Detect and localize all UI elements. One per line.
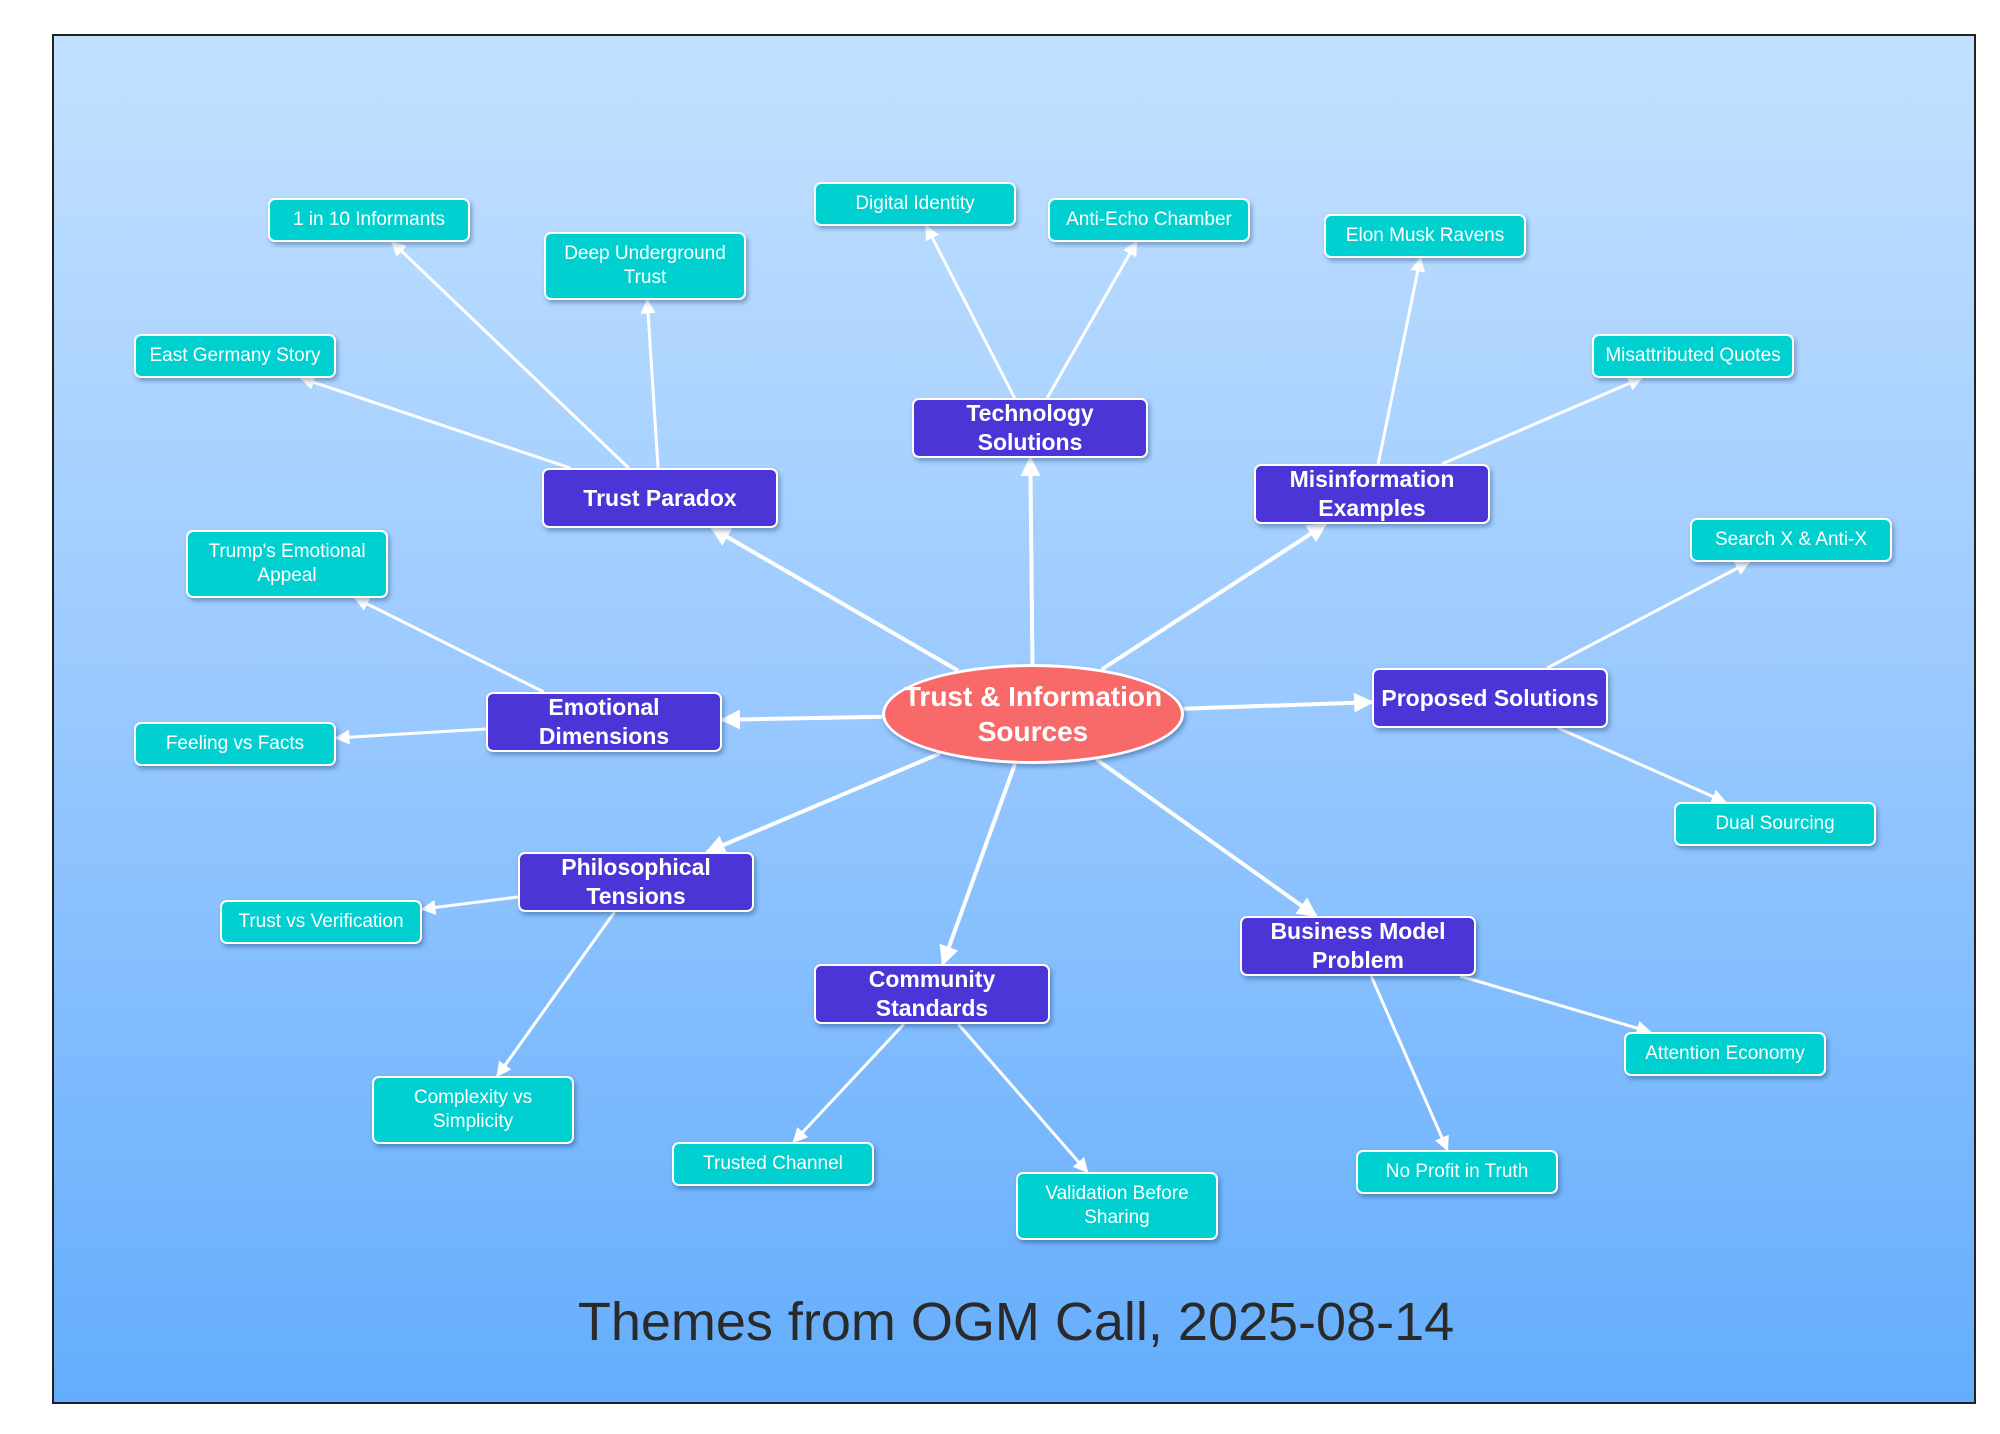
leaf-no-profit-in-truth[interactable]: No Profit in Truth: [1356, 1150, 1558, 1194]
leaf-dual-sourcing[interactable]: Dual Sourcing: [1674, 802, 1876, 846]
topic-label: Proposed Solutions: [1381, 684, 1599, 711]
topic-community-standards[interactable]: Community Standards: [814, 964, 1050, 1024]
leaf-trumps-emotional-appeal[interactable]: Trump's Emotional Appeal: [186, 530, 388, 598]
mind-map-canvas: Trust & Information Sources Trust Parado…: [52, 34, 1976, 1404]
topic-to-leaf-arrow: [792, 1022, 906, 1144]
topic-misinformation-examples[interactable]: Misinformation Examples: [1254, 464, 1490, 524]
topic-to-leaf-arrow: [957, 1023, 1089, 1174]
leaf-label: Digital Identity: [855, 193, 975, 215]
leaf-1-in-10-informants[interactable]: 1 in 10 Informants: [268, 198, 470, 242]
leaf-label: Feeling vs Facts: [165, 733, 305, 755]
mind-map-edges: [299, 224, 1751, 1174]
topic-to-leaf-arrow: [1546, 560, 1751, 670]
leaf-feeling-vs-facts[interactable]: Feeling vs Facts: [134, 722, 336, 766]
topic-to-leaf-arrow: [420, 895, 519, 915]
topic-to-leaf-arrow: [1557, 726, 1727, 804]
topic-to-leaf-arrow: [1369, 975, 1449, 1152]
topic-trust-paradox[interactable]: Trust Paradox: [542, 468, 778, 528]
center-node[interactable]: Trust & Information Sources: [882, 664, 1184, 764]
topic-to-leaf-arrow: [390, 240, 630, 470]
topic-business-model-problem[interactable]: Business Model Problem: [1240, 916, 1476, 976]
leaf-label: Attention Economy: [1645, 1043, 1805, 1065]
topic-label: Philosophical Tensions: [561, 854, 711, 909]
leaf-label: 1 in 10 Informants: [292, 209, 446, 231]
leaf-label: Deep Underground Trust: [564, 243, 726, 288]
leaf-digital-identity[interactable]: Digital Identity: [814, 182, 1016, 226]
center-to-topic-arrow: [710, 526, 960, 673]
center-node-label: Trust & Information Sources: [903, 681, 1163, 747]
topic-philosophical-tensions[interactable]: Philosophical Tensions: [518, 852, 754, 912]
leaf-label: Validation Before Sharing: [1045, 1183, 1189, 1228]
leaf-deep-underground-trust[interactable]: Deep Underground Trust: [544, 232, 746, 300]
topic-to-leaf-arrow: [299, 375, 571, 470]
center-to-topic-arrow: [1020, 456, 1041, 665]
leaf-label: Complexity vs Simplicity: [413, 1087, 533, 1132]
topic-to-leaf-arrow: [334, 727, 487, 745]
leaf-anti-echo-chamber[interactable]: Anti-Echo Chamber: [1048, 198, 1250, 242]
center-to-topic-arrow: [1183, 692, 1374, 713]
topic-to-leaf-arrow: [496, 911, 616, 1078]
leaf-label: Trump's Emotional Appeal: [208, 541, 366, 586]
topic-label: Community Standards: [868, 966, 996, 1021]
topic-technology-solutions[interactable]: Technology Solutions: [912, 398, 1148, 458]
topic-to-leaf-arrow: [1459, 974, 1652, 1036]
leaf-label: Search X & Anti-X: [1714, 529, 1868, 551]
topic-to-leaf-arrow: [1441, 376, 1644, 466]
leaf-misattributed-quotes[interactable]: Misattributed Quotes: [1592, 334, 1794, 378]
leaf-label: Dual Sourcing: [1715, 813, 1835, 835]
leaf-label: Trusted Channel: [703, 1153, 843, 1175]
leaf-label: Misattributed Quotes: [1605, 345, 1781, 367]
center-to-topic-arrow: [705, 751, 941, 855]
topic-to-leaf-arrow: [1376, 256, 1426, 465]
leaf-elon-musk-ravens[interactable]: Elon Musk Ravens: [1324, 214, 1526, 258]
leaf-search-x-anti-x[interactable]: Search X & Anti-X: [1690, 518, 1892, 562]
leaf-validation-before-sharing[interactable]: Validation Before Sharing: [1016, 1172, 1218, 1240]
topic-to-leaf-arrow: [353, 596, 545, 694]
leaf-attention-economy[interactable]: Attention Economy: [1624, 1032, 1826, 1076]
leaf-trust-vs-verification[interactable]: Trust vs Verification: [220, 900, 422, 944]
leaf-label: Trust vs Verification: [238, 911, 404, 933]
topic-to-leaf-arrow: [1045, 240, 1138, 399]
topic-label: Emotional Dimensions: [538, 694, 670, 749]
topic-to-leaf-arrow: [924, 224, 1016, 399]
topic-label: Trust Paradox: [583, 484, 737, 511]
leaf-east-germany-story[interactable]: East Germany Story: [134, 334, 336, 378]
leaf-trusted-channel[interactable]: Trusted Channel: [672, 1142, 874, 1186]
leaf-label: East Germany Story: [149, 345, 321, 367]
center-to-topic-arrow: [1095, 757, 1318, 918]
center-to-topic-arrow: [939, 762, 1017, 966]
center-to-topic-arrow: [1100, 522, 1328, 672]
topic-label: Misinformation Examples: [1289, 466, 1455, 521]
leaf-label: Anti-Echo Chamber: [1066, 209, 1232, 231]
center-to-topic-arrow: [720, 709, 883, 730]
topic-proposed-solutions[interactable]: Proposed Solutions: [1372, 668, 1608, 728]
leaf-complexity-vs-simplicity[interactable]: Complexity vs Simplicity: [372, 1076, 574, 1144]
topic-label: Technology Solutions: [966, 400, 1094, 455]
leaf-label: No Profit in Truth: [1385, 1161, 1529, 1183]
topic-label: Business Model Problem: [1270, 918, 1446, 973]
topic-to-leaf-arrow: [640, 298, 660, 469]
diagram-title: Themes from OGM Call, 2025-08-14: [577, 1292, 1455, 1352]
leaf-label: Elon Musk Ravens: [1345, 225, 1505, 247]
topic-emotional-dimensions[interactable]: Emotional Dimensions: [486, 692, 722, 752]
